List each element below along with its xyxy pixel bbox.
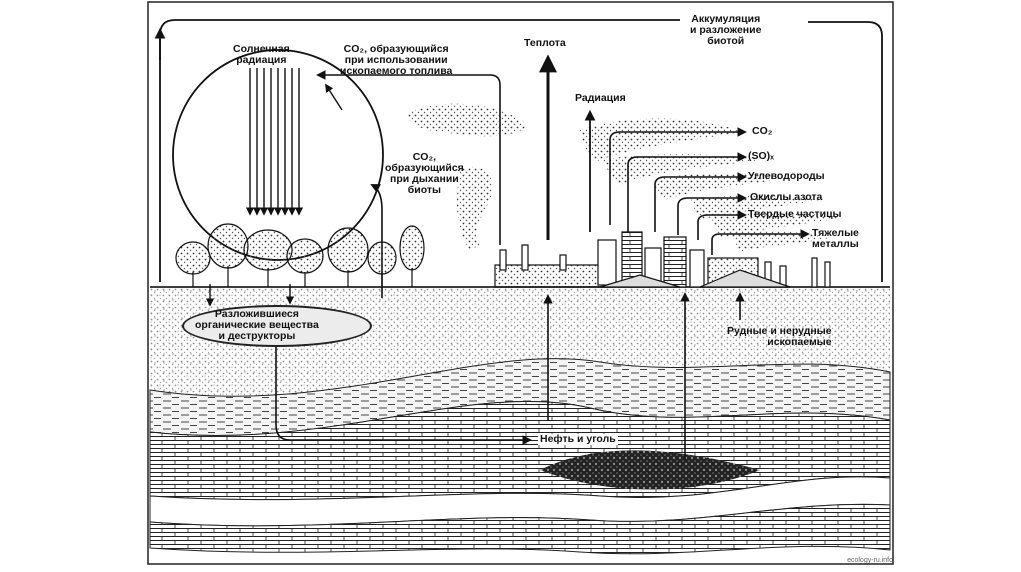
industrial-area xyxy=(494,231,831,288)
label-accumulation: Аккумуляция и разложение биотой xyxy=(690,13,762,47)
label-ores: Рудные и нерудные ископаемые xyxy=(727,325,832,348)
label-hydrocarbons: Углеводороды xyxy=(748,170,825,182)
label-co2-fossil: CO₂, образующийся при использовании иско… xyxy=(340,43,453,77)
diagram-border xyxy=(147,1,894,565)
emission-arrows xyxy=(609,127,810,255)
co2-fossil-arrow xyxy=(316,70,501,245)
label-radiation: Радиация xyxy=(575,92,626,104)
label-nitrogen-oxides: Окислы азота xyxy=(750,191,823,203)
smoke-plumes xyxy=(405,103,840,252)
label-solar-radiation: Солнечная радиация xyxy=(233,43,290,66)
rock-layer-lower xyxy=(149,476,891,555)
decay-to-fossil-arrow xyxy=(275,347,532,445)
oil-coal-deposit xyxy=(540,450,760,490)
co2-respiration-arrow xyxy=(370,184,383,298)
label-solid-particles: Твердые частицы xyxy=(748,208,842,220)
label-co2-emission: CO₂ xyxy=(752,125,773,137)
label-oil-coal: Нефть и уголь xyxy=(538,433,618,445)
label-decomposed: Разложившиеся органические вещества и де… xyxy=(195,308,319,342)
label-sox: (SO)ₓ xyxy=(748,150,775,162)
decomposition-oval xyxy=(182,305,372,347)
forest xyxy=(175,223,425,287)
label-heavy-metals: Тяжелые металлы xyxy=(812,227,859,250)
label-heat: Теплота xyxy=(524,37,566,49)
label-co2-respiration: CO₂, образующийся при дыхании биоты xyxy=(385,151,464,196)
solar-rays xyxy=(245,68,304,216)
accumulation-loop-right xyxy=(808,21,883,282)
watermark: ecology-ru.info xyxy=(847,557,893,564)
